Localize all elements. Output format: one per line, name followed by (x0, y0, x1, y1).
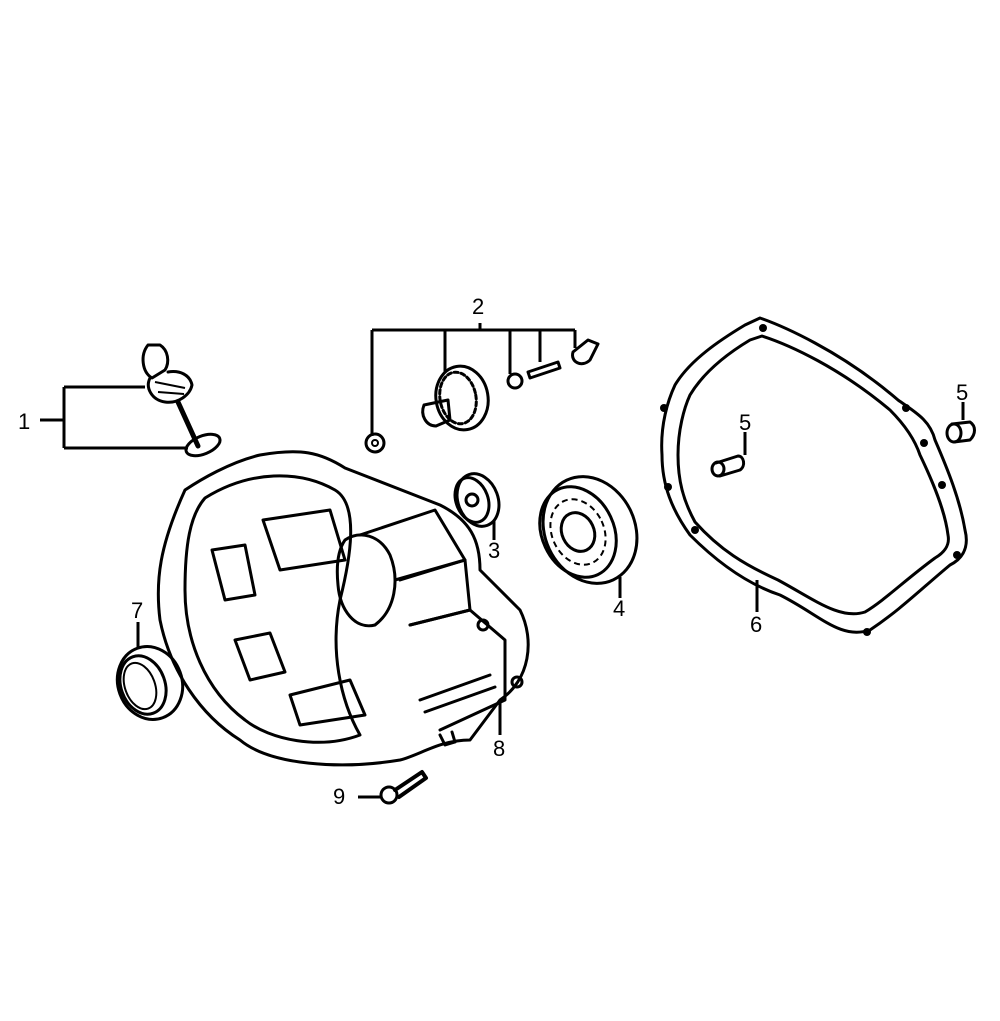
callout-5-outer: 5 (956, 380, 969, 405)
callout-5-inner: 5 (739, 410, 752, 435)
callout-2: 2 (472, 294, 485, 319)
callout-1: 1 (18, 409, 31, 434)
governor-gear-assembly-part (364, 338, 600, 454)
callout-9: 9 (333, 784, 346, 809)
drain-bolt-part (358, 770, 428, 805)
small-bearing-part (453, 472, 501, 540)
callout-6: 6 (750, 612, 763, 637)
gasket-part (660, 316, 968, 636)
large-bearing-part (538, 475, 639, 598)
oil-filler-cap-part (141, 343, 222, 458)
callout-7: 7 (131, 598, 144, 623)
callout-2-leader (370, 323, 577, 436)
callout-8: 8 (493, 736, 506, 761)
dowel-pin-inner-part (710, 432, 747, 478)
callout-3: 3 (488, 538, 501, 563)
dowel-pin-outer-part (945, 402, 976, 444)
callout-4: 4 (613, 596, 626, 621)
callout-1-leader (40, 385, 188, 450)
crankcase-cover-part (156, 450, 530, 767)
